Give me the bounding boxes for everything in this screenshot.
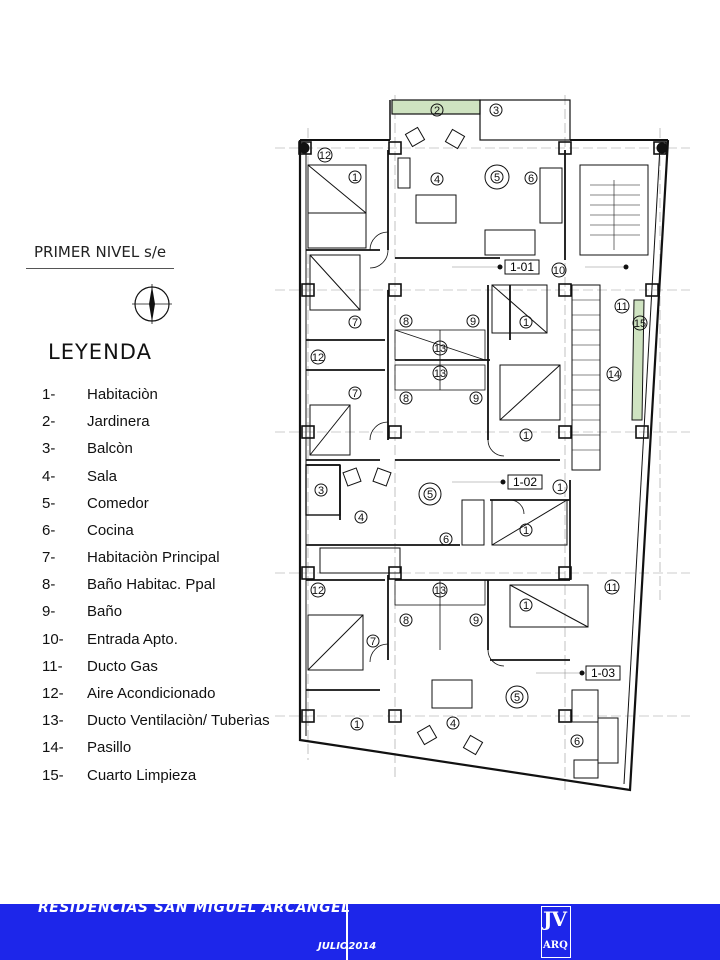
svg-text:6: 6 bbox=[443, 534, 449, 546]
legend-label: Jardinera bbox=[87, 413, 150, 430]
svg-text:5: 5 bbox=[514, 692, 520, 704]
legend-num: 11- bbox=[42, 658, 63, 675]
svg-text:4: 4 bbox=[450, 718, 456, 730]
legend-num: 13- bbox=[42, 712, 64, 729]
svg-text:13: 13 bbox=[434, 585, 446, 597]
legend-num: 15- bbox=[42, 767, 64, 784]
legend-num: 8- bbox=[42, 576, 56, 593]
logo-text-top: JV bbox=[543, 907, 567, 931]
svg-text:7: 7 bbox=[352, 388, 358, 400]
svg-text:13: 13 bbox=[434, 343, 446, 355]
svg-text:1: 1 bbox=[352, 172, 358, 184]
legend-label: Cocina bbox=[87, 522, 134, 539]
svg-text:5: 5 bbox=[494, 172, 500, 184]
svg-text:9: 9 bbox=[473, 615, 479, 627]
legend-label: Sala bbox=[87, 468, 118, 485]
svg-text:3: 3 bbox=[318, 485, 324, 497]
svg-text:8: 8 bbox=[403, 393, 409, 405]
legend-label: Entrada Apto. bbox=[87, 631, 178, 648]
svg-text:13: 13 bbox=[434, 368, 446, 380]
svg-text:8: 8 bbox=[403, 615, 409, 627]
svg-text:7: 7 bbox=[352, 317, 358, 329]
svg-text:14: 14 bbox=[608, 369, 620, 381]
apartment-label-1-03: 1-03 bbox=[590, 666, 616, 680]
legend-num: 7- bbox=[42, 549, 56, 566]
svg-text:11: 11 bbox=[616, 301, 627, 313]
svg-text:9: 9 bbox=[470, 316, 476, 328]
legend-num: 6- bbox=[42, 522, 56, 539]
legend-label: Habitaciòn bbox=[87, 386, 158, 403]
svg-text:10: 10 bbox=[553, 265, 565, 277]
legend-num: 4- bbox=[42, 468, 56, 485]
apartment-label-1-02: 1-02 bbox=[512, 475, 538, 489]
firm-logo: JV ARQ bbox=[541, 906, 571, 958]
svg-text:9: 9 bbox=[473, 393, 479, 405]
svg-text:7: 7 bbox=[370, 636, 376, 648]
svg-text:1: 1 bbox=[523, 525, 529, 537]
legend-label: Habitaciòn Principal bbox=[87, 549, 220, 566]
svg-text:15: 15 bbox=[634, 318, 646, 330]
legend-num: 5- bbox=[42, 495, 56, 512]
svg-text:4: 4 bbox=[434, 174, 440, 186]
svg-text:5: 5 bbox=[427, 489, 433, 501]
legend-num: 1- bbox=[42, 386, 56, 403]
svg-text:1: 1 bbox=[523, 600, 529, 612]
legend-label: Baño bbox=[87, 603, 123, 620]
svg-text:12: 12 bbox=[312, 352, 324, 364]
plan-title: PRIMER NIVEL s/e bbox=[34, 243, 167, 261]
legend-num: 12- bbox=[42, 685, 64, 702]
svg-text:1: 1 bbox=[523, 430, 529, 442]
logo-text-bottom: ARQ bbox=[543, 940, 568, 951]
footer-bar bbox=[0, 904, 720, 960]
legend-label: Comedor bbox=[87, 495, 149, 512]
svg-text:12: 12 bbox=[312, 585, 324, 597]
legend-num: 14- bbox=[42, 739, 64, 756]
legend-label: Baño Habitac. Ppal bbox=[87, 576, 216, 593]
footer-divider bbox=[346, 904, 348, 960]
svg-text:4: 4 bbox=[358, 512, 364, 524]
title-underline bbox=[26, 268, 174, 269]
svg-text:1: 1 bbox=[523, 317, 529, 329]
svg-text:1: 1 bbox=[354, 719, 360, 731]
svg-text:12: 12 bbox=[319, 150, 331, 162]
legend-num: 2- bbox=[42, 413, 56, 430]
legend-num: 9- bbox=[42, 603, 56, 620]
north-arrow-icon bbox=[132, 284, 172, 324]
legend-label: Ducto Ventilaciòn/ Tuberìas bbox=[87, 712, 270, 729]
svg-text:3: 3 bbox=[493, 105, 499, 117]
svg-text:6: 6 bbox=[528, 173, 534, 185]
legend-label: Balcòn bbox=[87, 440, 133, 457]
svg-text:1: 1 bbox=[557, 482, 563, 494]
project-name: RESIDENCIAS SAN MIGUEL ARCANGEL bbox=[38, 900, 351, 916]
svg-text:11: 11 bbox=[606, 582, 617, 594]
legend-label: Aire Acondicionado bbox=[87, 685, 216, 702]
legend-label: Ducto Gas bbox=[87, 658, 158, 675]
svg-text:6: 6 bbox=[574, 736, 580, 748]
legend-label: Pasillo bbox=[87, 739, 132, 756]
legend-num: 10- bbox=[42, 631, 64, 648]
svg-text:8: 8 bbox=[403, 316, 409, 328]
apartment-label-1-01: 1-01 bbox=[509, 260, 535, 274]
legend-title: LEYENDA bbox=[48, 340, 152, 364]
svg-text:2: 2 bbox=[434, 105, 440, 117]
legend-num: 3- bbox=[42, 440, 56, 457]
legend-label: Cuarto Limpieza bbox=[87, 767, 197, 784]
project-date: JULIO2014 bbox=[318, 941, 377, 952]
